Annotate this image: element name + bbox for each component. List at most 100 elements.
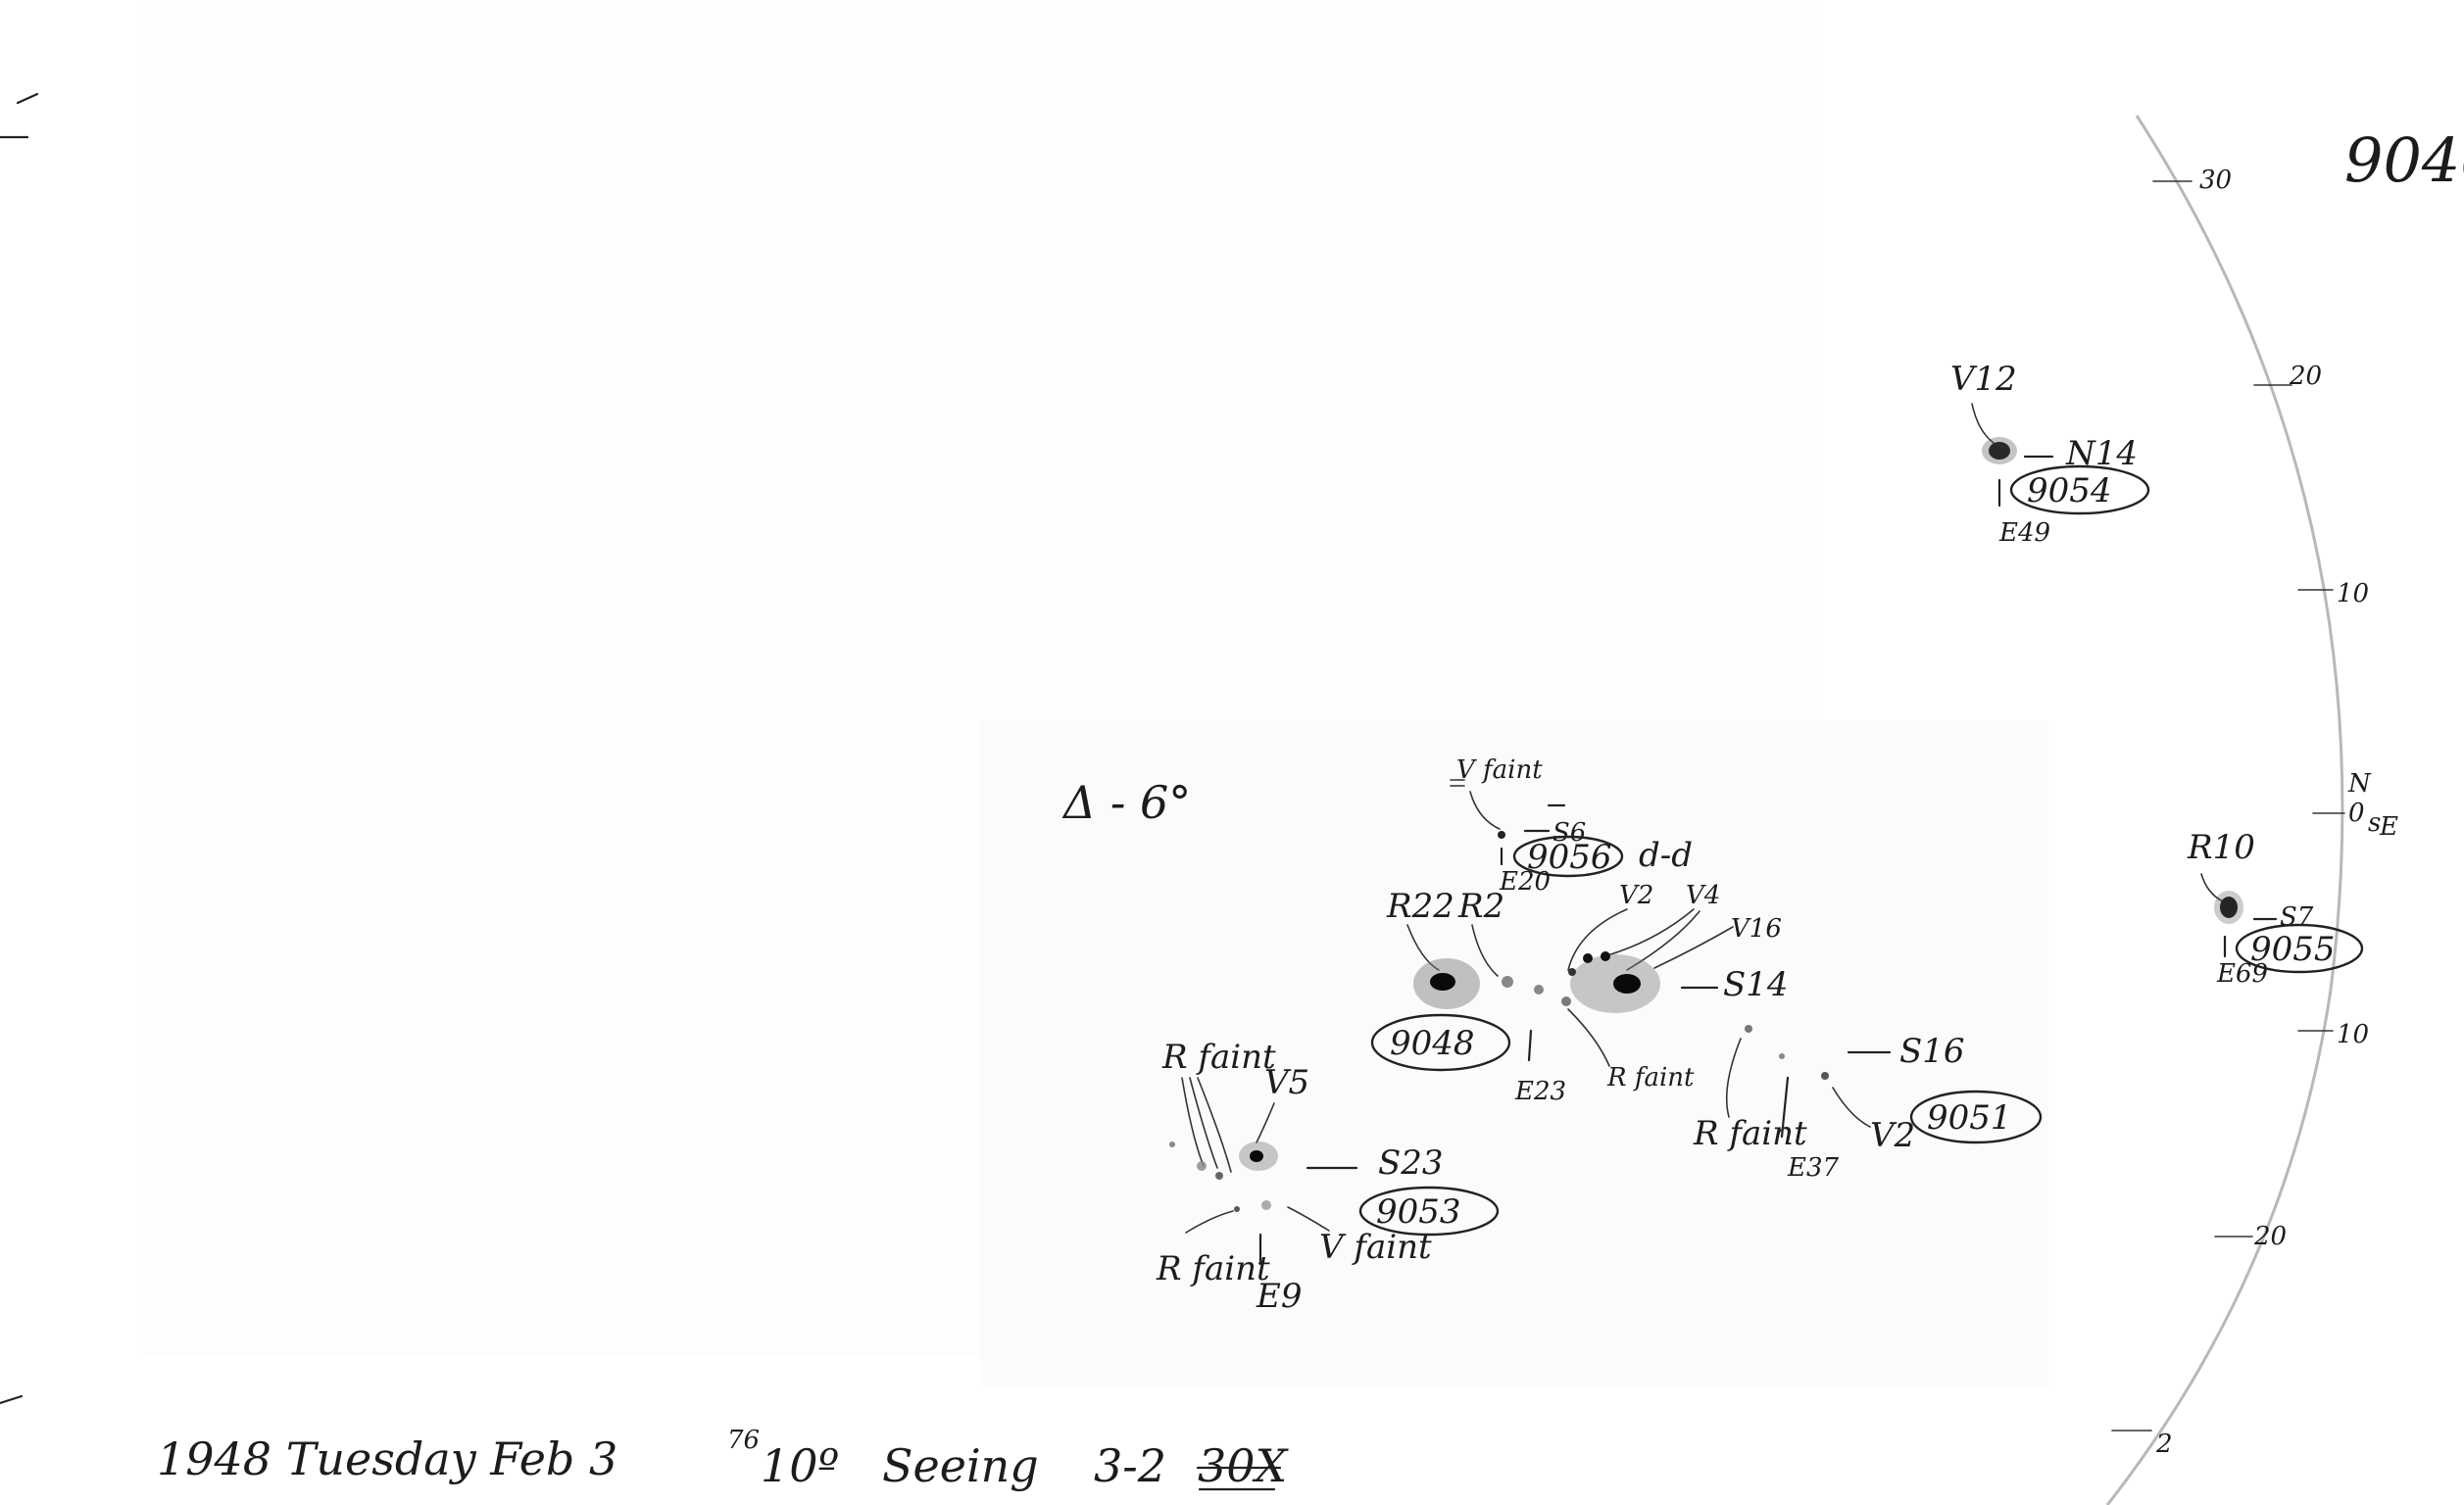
footer-struck-value: 30X — [1198, 1439, 1290, 1492]
group-spot-label: V2 — [1870, 1116, 1915, 1155]
edge-tick — [0, 1394, 24, 1405]
angle-note: Δ - 6° — [1061, 776, 1191, 829]
group-number: 9053 — [1376, 1192, 1461, 1232]
group-spot-label: R faint — [1693, 1114, 1807, 1153]
sunspot — [1534, 985, 1544, 995]
leader-line — [1971, 403, 1995, 444]
sunspot-group-9048: R22 R2 V2 V4 V16 R faint — [1370, 881, 1789, 1106]
sunspot — [1234, 1206, 1240, 1212]
group-long-label: E49 — [1998, 518, 2050, 548]
leader-line — [1406, 924, 1440, 971]
group-lat-label: S6 — [1552, 818, 1586, 848]
sunspot-group-9056: V faint S6 9056 d-d E20 — [1450, 755, 1693, 897]
group-number: 9048 — [1390, 1024, 1475, 1063]
group-class-label: V faint — [1456, 755, 1543, 785]
group-spot-label: V4 — [1686, 881, 1720, 910]
sunspot — [1745, 1025, 1752, 1033]
group-long-label: E9 — [1256, 1277, 1302, 1316]
leader-line — [1185, 1210, 1234, 1234]
leader-line — [1469, 791, 1501, 830]
limb-tick-label: 10 — [2337, 1020, 2369, 1049]
limb-tick-label: E — [2379, 812, 2398, 842]
sunspot — [1197, 1161, 1207, 1171]
leader-line — [1832, 1087, 1871, 1128]
sunspot — [1989, 442, 2010, 460]
group-number: 9051 — [1927, 1098, 2012, 1138]
double-mark — [1450, 779, 1465, 787]
leader-line — [1606, 908, 1700, 971]
sunspot-penumbra — [1982, 437, 2017, 464]
group-number: 9054 — [2027, 471, 2112, 510]
sunspot-penumbra — [2214, 891, 2243, 924]
meridian-mark — [1527, 1029, 1533, 1062]
sunspot — [2220, 897, 2238, 918]
footer-superscript: 76 — [727, 1426, 760, 1455]
group-spot-label: R22 — [1386, 887, 1454, 926]
group-class-label: R10 — [2187, 828, 2255, 867]
sunspot — [1261, 1200, 1271, 1210]
group-spot-label: V5 — [1264, 1063, 1309, 1102]
solar-limb-arc — [2105, 115, 2344, 1505]
corner-number: 9046 — [2344, 124, 2464, 196]
limb-tick-label: 20 — [2253, 1222, 2287, 1251]
limb-ticks: 30 20 10 N 0 s E 10 20 2 — [2111, 166, 2398, 1459]
group-lat-label: S14 — [1723, 965, 1789, 1004]
limb-tick-label: 30 — [2199, 166, 2232, 195]
sunspot — [1561, 996, 1571, 1006]
sunspot-group-9054: V12 N14 9054 E49 — [1950, 360, 2150, 548]
limb-tick-label: N — [2347, 769, 2372, 799]
group-number-oval — [1370, 1013, 1511, 1072]
group-number-oval — [1512, 835, 1624, 878]
group-number: 9056 — [1527, 838, 1612, 877]
limb-tick-label: 10 — [2337, 579, 2369, 608]
sunspot-group-9053: R faint V5 R faint V faint S23 E9 9053 — [1156, 1038, 1500, 1316]
meridian-mark — [1780, 1076, 1790, 1139]
footer-time: 10º — [761, 1439, 839, 1492]
sunspot — [1498, 831, 1505, 839]
group-lat-label: S16 — [1899, 1032, 1965, 1071]
group-long-label: E37 — [1787, 1153, 1840, 1183]
leader-line — [1256, 1102, 1275, 1143]
group-extra: d-d — [1639, 836, 1693, 875]
sunspot — [1169, 1141, 1175, 1147]
group-number-oval — [2235, 923, 2364, 974]
leader-line — [1567, 908, 1628, 971]
leader-line — [2200, 873, 2224, 902]
sunspot — [1215, 1172, 1223, 1180]
sunspot — [1430, 973, 1455, 991]
footer-seeing-label: Seeing — [882, 1439, 1039, 1492]
group-number-oval — [1358, 1186, 1500, 1237]
edge-tick — [0, 92, 39, 139]
group-spot-label: R faint — [1161, 1038, 1276, 1077]
group-spot-label: V16 — [1731, 914, 1782, 944]
group-long-label: E23 — [1514, 1077, 1566, 1106]
group-spot-label: R faint — [1606, 1063, 1695, 1092]
footer-date: 1948 Tuesday Feb 3 — [157, 1432, 617, 1485]
leader-line — [1567, 1008, 1610, 1067]
group-long-label: E20 — [1499, 867, 1551, 897]
sunspot — [1601, 951, 1610, 961]
sunspot — [1568, 968, 1576, 976]
sunspot — [1583, 953, 1593, 963]
group-long-label: E69 — [2216, 959, 2268, 989]
limb-tick-label: 20 — [2289, 362, 2322, 391]
group-spot-label: R2 — [1457, 887, 1504, 926]
group-lat-label: S23 — [1378, 1143, 1444, 1183]
leader-line — [1653, 926, 1734, 969]
group-number-oval — [2009, 464, 2150, 515]
group-spot-label: R faint — [1156, 1249, 1270, 1288]
group-spot-label: V2 — [1619, 881, 1653, 910]
sunspot — [1779, 1053, 1785, 1059]
limb-tick-label: 0 — [2348, 799, 2365, 828]
sunspot — [1502, 976, 1513, 988]
leader-line — [1725, 1038, 1742, 1118]
sunspot — [1613, 974, 1641, 994]
limb-tick-label: s — [2368, 808, 2381, 838]
leader-line — [1287, 1206, 1330, 1232]
leader-line — [1523, 803, 1566, 833]
sunspot-group-9055: R10 S7 9055 E69 — [2187, 828, 2364, 989]
sunspot-group-9051: R faint V2 S16 E37 9051 — [1693, 1025, 2043, 1183]
group-class-label: V12 — [1950, 360, 2017, 399]
